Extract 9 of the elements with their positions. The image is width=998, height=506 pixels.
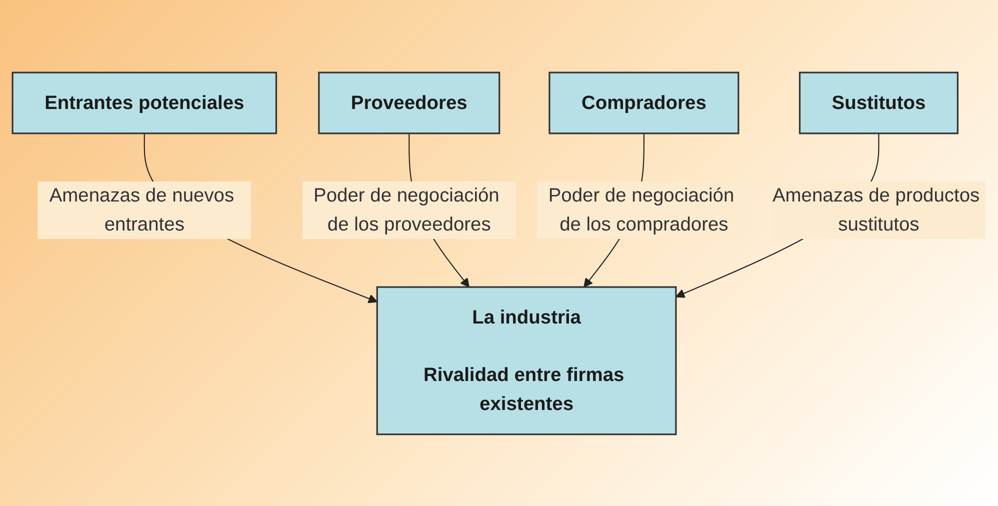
node-box: La industria Rivalidad entre firmas existentes — [376, 286, 677, 435]
edge-label: Amenazas de productos sustitutos — [772, 184, 980, 234]
edge-label: Poder de negociación de los compradores — [548, 184, 734, 234]
node-box: Entrantes potenciales — [12, 71, 278, 134]
edge-label: Poder de negociación de los proveedores — [314, 184, 500, 234]
node-box: Sustitutos — [798, 71, 958, 134]
node-box: Proveedores — [318, 71, 500, 134]
node-box: Compradores — [548, 71, 740, 134]
edge-label: Amenazas de nuevos entrantes — [49, 184, 234, 234]
